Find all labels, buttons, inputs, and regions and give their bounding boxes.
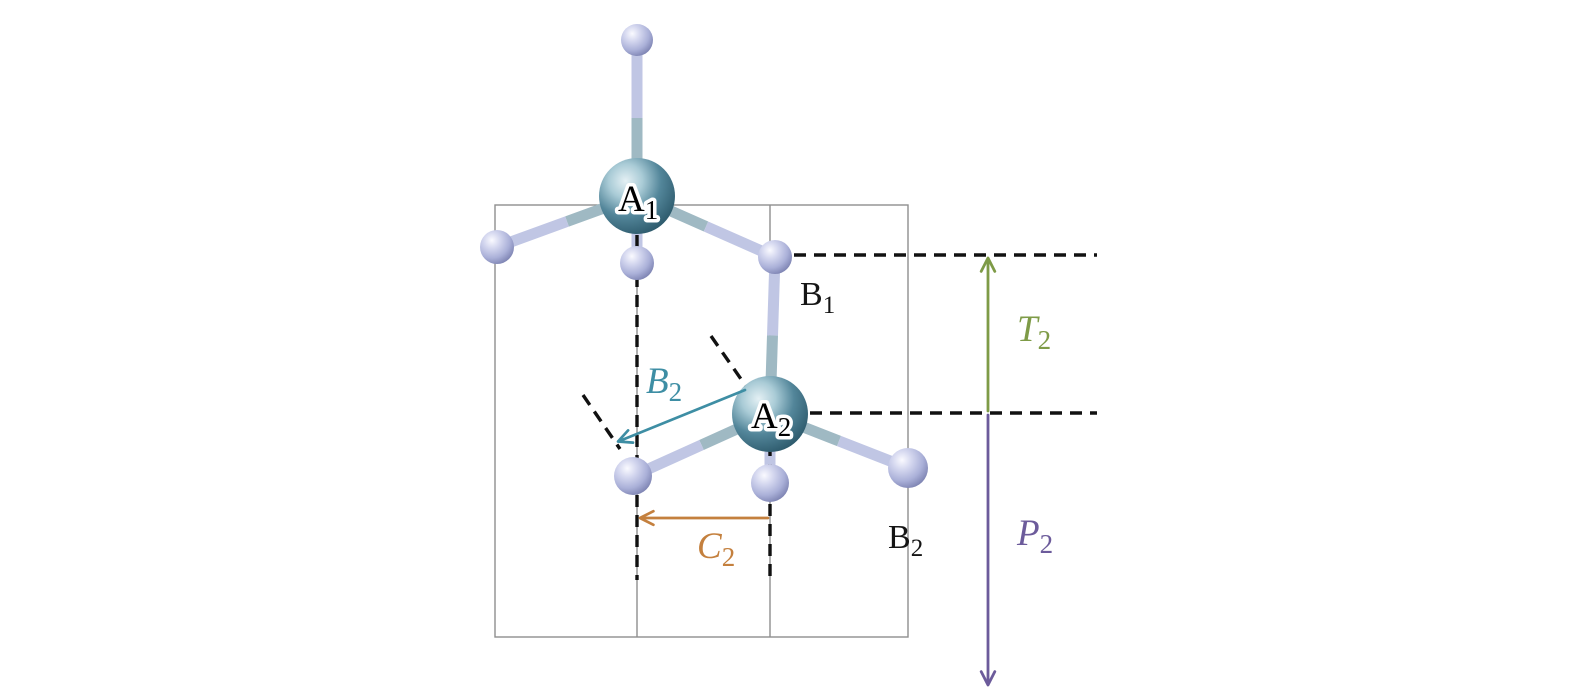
b2-arrow-shaft [618,388,747,443]
label-vector-t2: T2 [1017,309,1051,355]
b2-arrow-head [616,429,635,444]
atom-b2 [888,448,928,488]
atom-small-below-a2 [751,464,789,502]
label-atom-b2: B2 [888,519,923,562]
atom-a1 [599,158,675,234]
unit-cell-outline [494,204,909,638]
t2-arrow-head [979,256,997,273]
t2-distance-arrow [979,256,997,413]
label-vector-b2: B2 [646,361,682,407]
c2-vector-arrow [638,509,770,527]
c2-arrow-head [638,509,655,527]
atom-small-upper-left [480,230,514,264]
unit-cell [494,204,909,638]
label-vector-c2: C2 [697,526,735,572]
p2-distance-arrow [979,413,997,687]
axis-a2-tilted-upper-dashed [709,335,752,393]
bonds [495,40,911,483]
b2-vector-arrow [616,388,747,444]
atom-small-below-a1 [620,246,654,280]
atom-small-top [621,24,653,56]
label-atom-a2: A2 [751,396,791,442]
label-vector-p2: P2 [1016,513,1053,559]
atom-a2 [732,376,808,452]
axis-a2-tilted-lower-dashed [581,394,622,450]
p2-arrow-head [979,670,997,687]
atom-b1 [758,240,792,274]
label-atom-a1: A1 [618,179,658,225]
atoms [480,24,928,502]
label-atom-b1: B1 [800,276,835,319]
atom-small-lower-left [614,457,652,495]
